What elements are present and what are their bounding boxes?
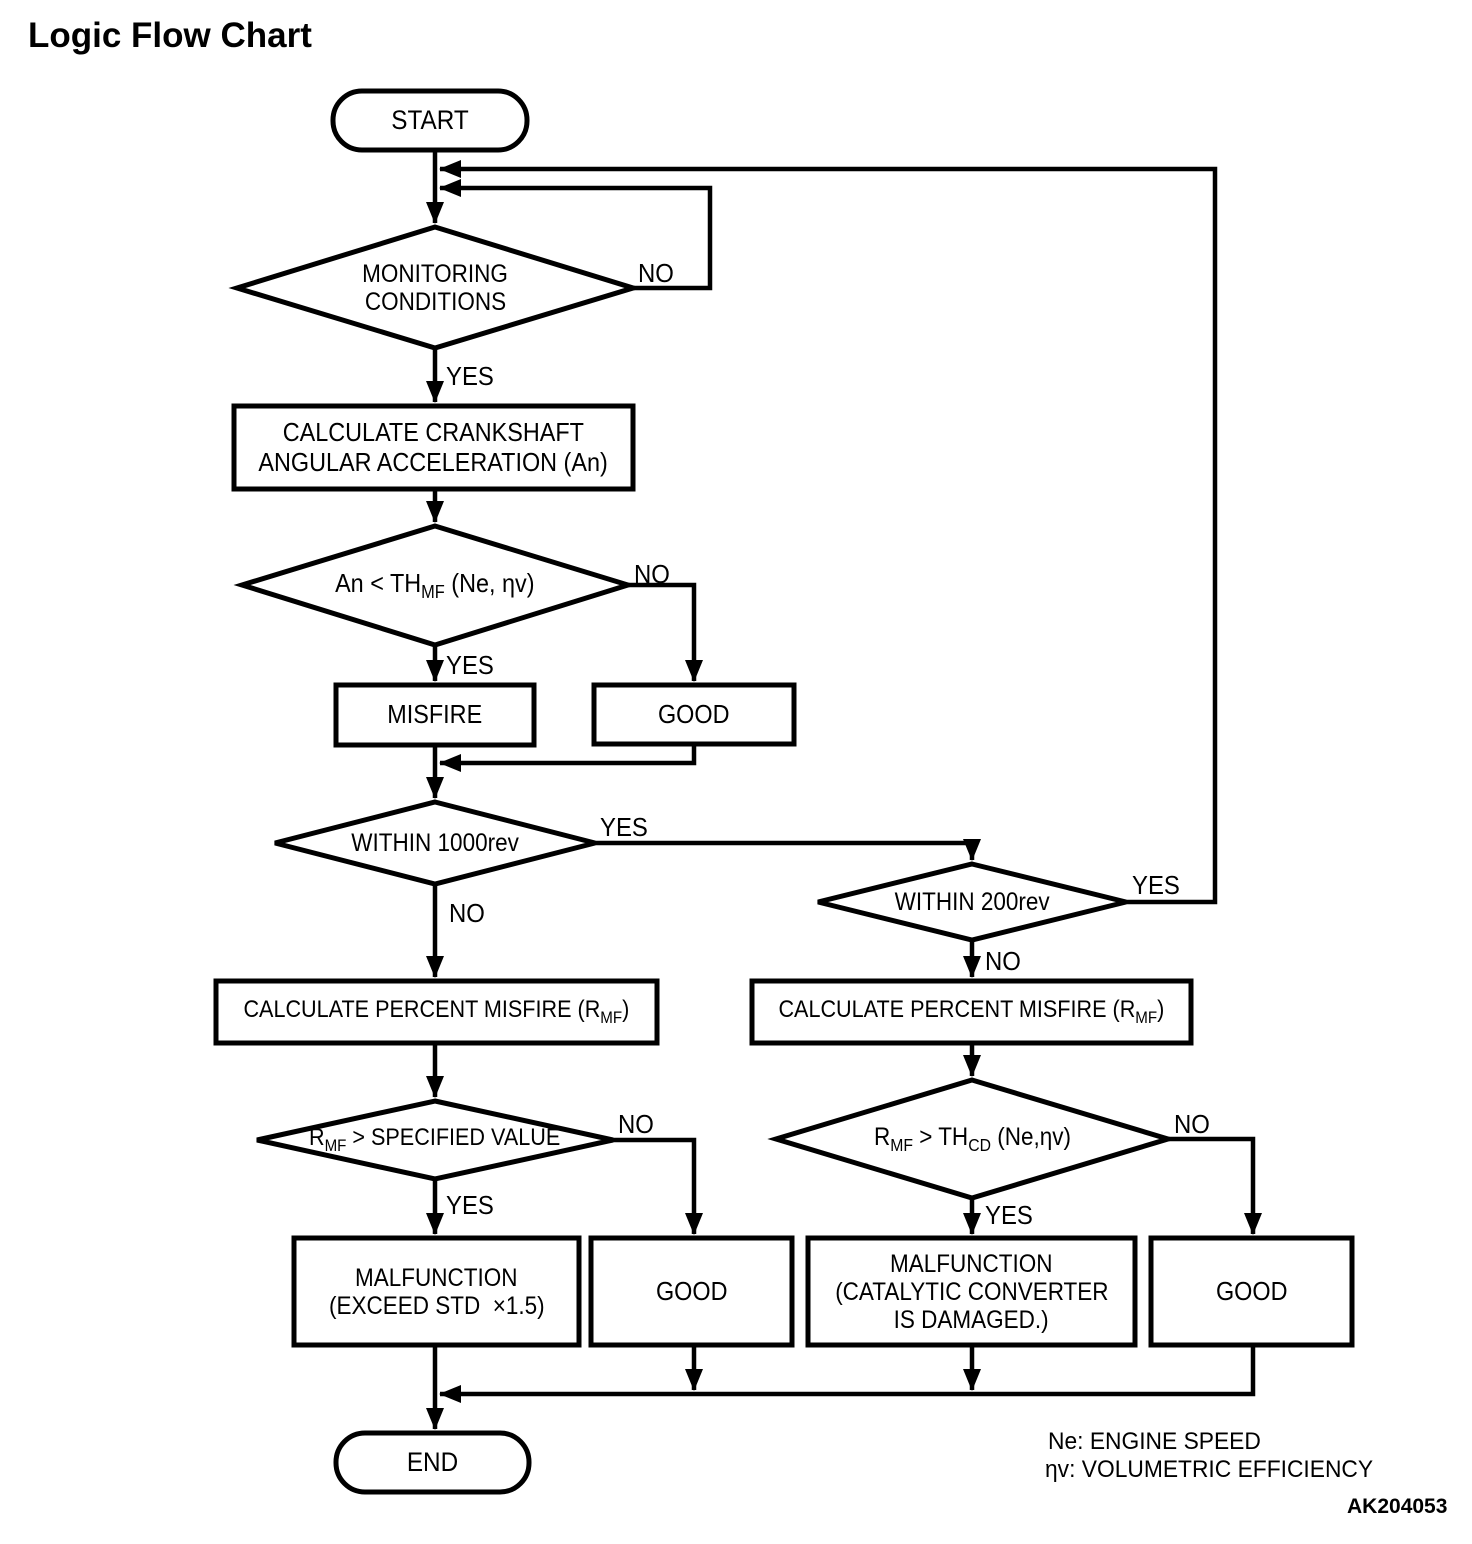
within-1000rev-no-label: NO [449,898,485,928]
rmf-thcd-no-label: NO [1174,1109,1210,1139]
connector-within200-yes-feedback [439,160,1218,905]
misfire-label: MISFIRE [387,699,483,730]
process-malfunction-exceed-std [291,1235,582,1348]
legend-engine-speed: Ne: ENGINE SPEED [1048,1428,1261,1455]
connector-good-join [439,744,697,772]
good-misfire-label: GOOD [658,698,730,729]
rmf-specified-no-label: NO [618,1109,654,1139]
connector-merge-line [439,1345,1256,1403]
connector-anth-no-to-good [628,582,703,682]
process-good-rmf [588,1235,795,1348]
process-good-thcd [1148,1235,1355,1348]
reference-code: AK204053 [1347,1495,1448,1518]
good-thcd-label: GOOD [1215,1275,1288,1306]
process-calculate-percent-misfire-left [213,978,660,1046]
connector-within1000-yes-to-within200 [595,839,981,861]
legend-volumetric-efficiency: ηv: VOLUMETRIC EFFICIENCY [1045,1456,1374,1483]
decision-rmf-specified-value [256,1098,614,1182]
rmf-specified-yes-label: YES [446,1190,494,1220]
within-1000rev-yes-label: YES [600,812,648,842]
calculate-crankshaft-label: CALCULATE CRANKSHAFT ANGULAR ACCELERATIO… [258,417,609,477]
malfunction-catalytic-label: MALFUNCTION (CATALYTIC CONVERTER IS DAMA… [834,1249,1109,1334]
process-malfunction-catalytic [805,1235,1138,1348]
monitoring-yes-label: YES [446,361,494,391]
page-title: Logic Flow Chart [28,16,312,55]
process-misfire [333,682,537,748]
an-threshold-yes-label: YES [446,650,494,680]
end-terminator [333,1430,532,1495]
rmf-thcd-yes-label: YES [985,1200,1033,1230]
malfunction-exceed-std-label: MALFUNCTION (EXCEED STD ×1.5) [328,1263,545,1320]
rmf-specified-value-label: RMF > SPECIFIED VALUE [309,1123,561,1155]
monitoring-conditions-label: MONITORING CONDITIONS [362,259,508,316]
calculate-percent-misfire-right-label: CALCULATE PERCENT MISFIRE (RMF) [778,995,1165,1027]
process-good-misfire [591,682,797,747]
connector-rmfspec-no [613,1137,703,1235]
an-threshold-no-label: NO [634,559,670,589]
start-label: START [391,105,469,136]
start-terminator [330,88,530,153]
process-calculate-crankshaft [231,403,636,492]
process-calculate-percent-misfire-right [749,978,1194,1046]
good-rmf-label: GOOD [655,1275,728,1306]
decision-within-200rev [817,861,1127,943]
decision-rmf-thcd [767,1077,1177,1201]
decision-an-threshold [233,523,637,648]
calculate-percent-misfire-left-label: CALCULATE PERCENT MISFIRE (RMF) [243,995,630,1027]
decision-monitoring-conditions [228,224,642,351]
within-200rev-yes-label: YES [1132,870,1180,900]
within-200rev-label: WITHIN 200rev [894,888,1050,916]
decision-within-1000rev [274,799,596,887]
end-label: END [406,1447,459,1478]
an-threshold-label: An < THMF (Ne, ηv) [335,567,535,602]
within-1000rev-label: WITHIN 1000rev [351,829,519,857]
connector-rmfthcd-no [1168,1136,1262,1235]
within-200rev-no-label: NO [985,946,1021,976]
monitoring-no-label: NO [638,258,674,288]
connector-monitoring-no-loop [439,179,713,291]
rmf-thcd-label: RMF > THCD (Ne,ηv) [873,1122,1071,1155]
